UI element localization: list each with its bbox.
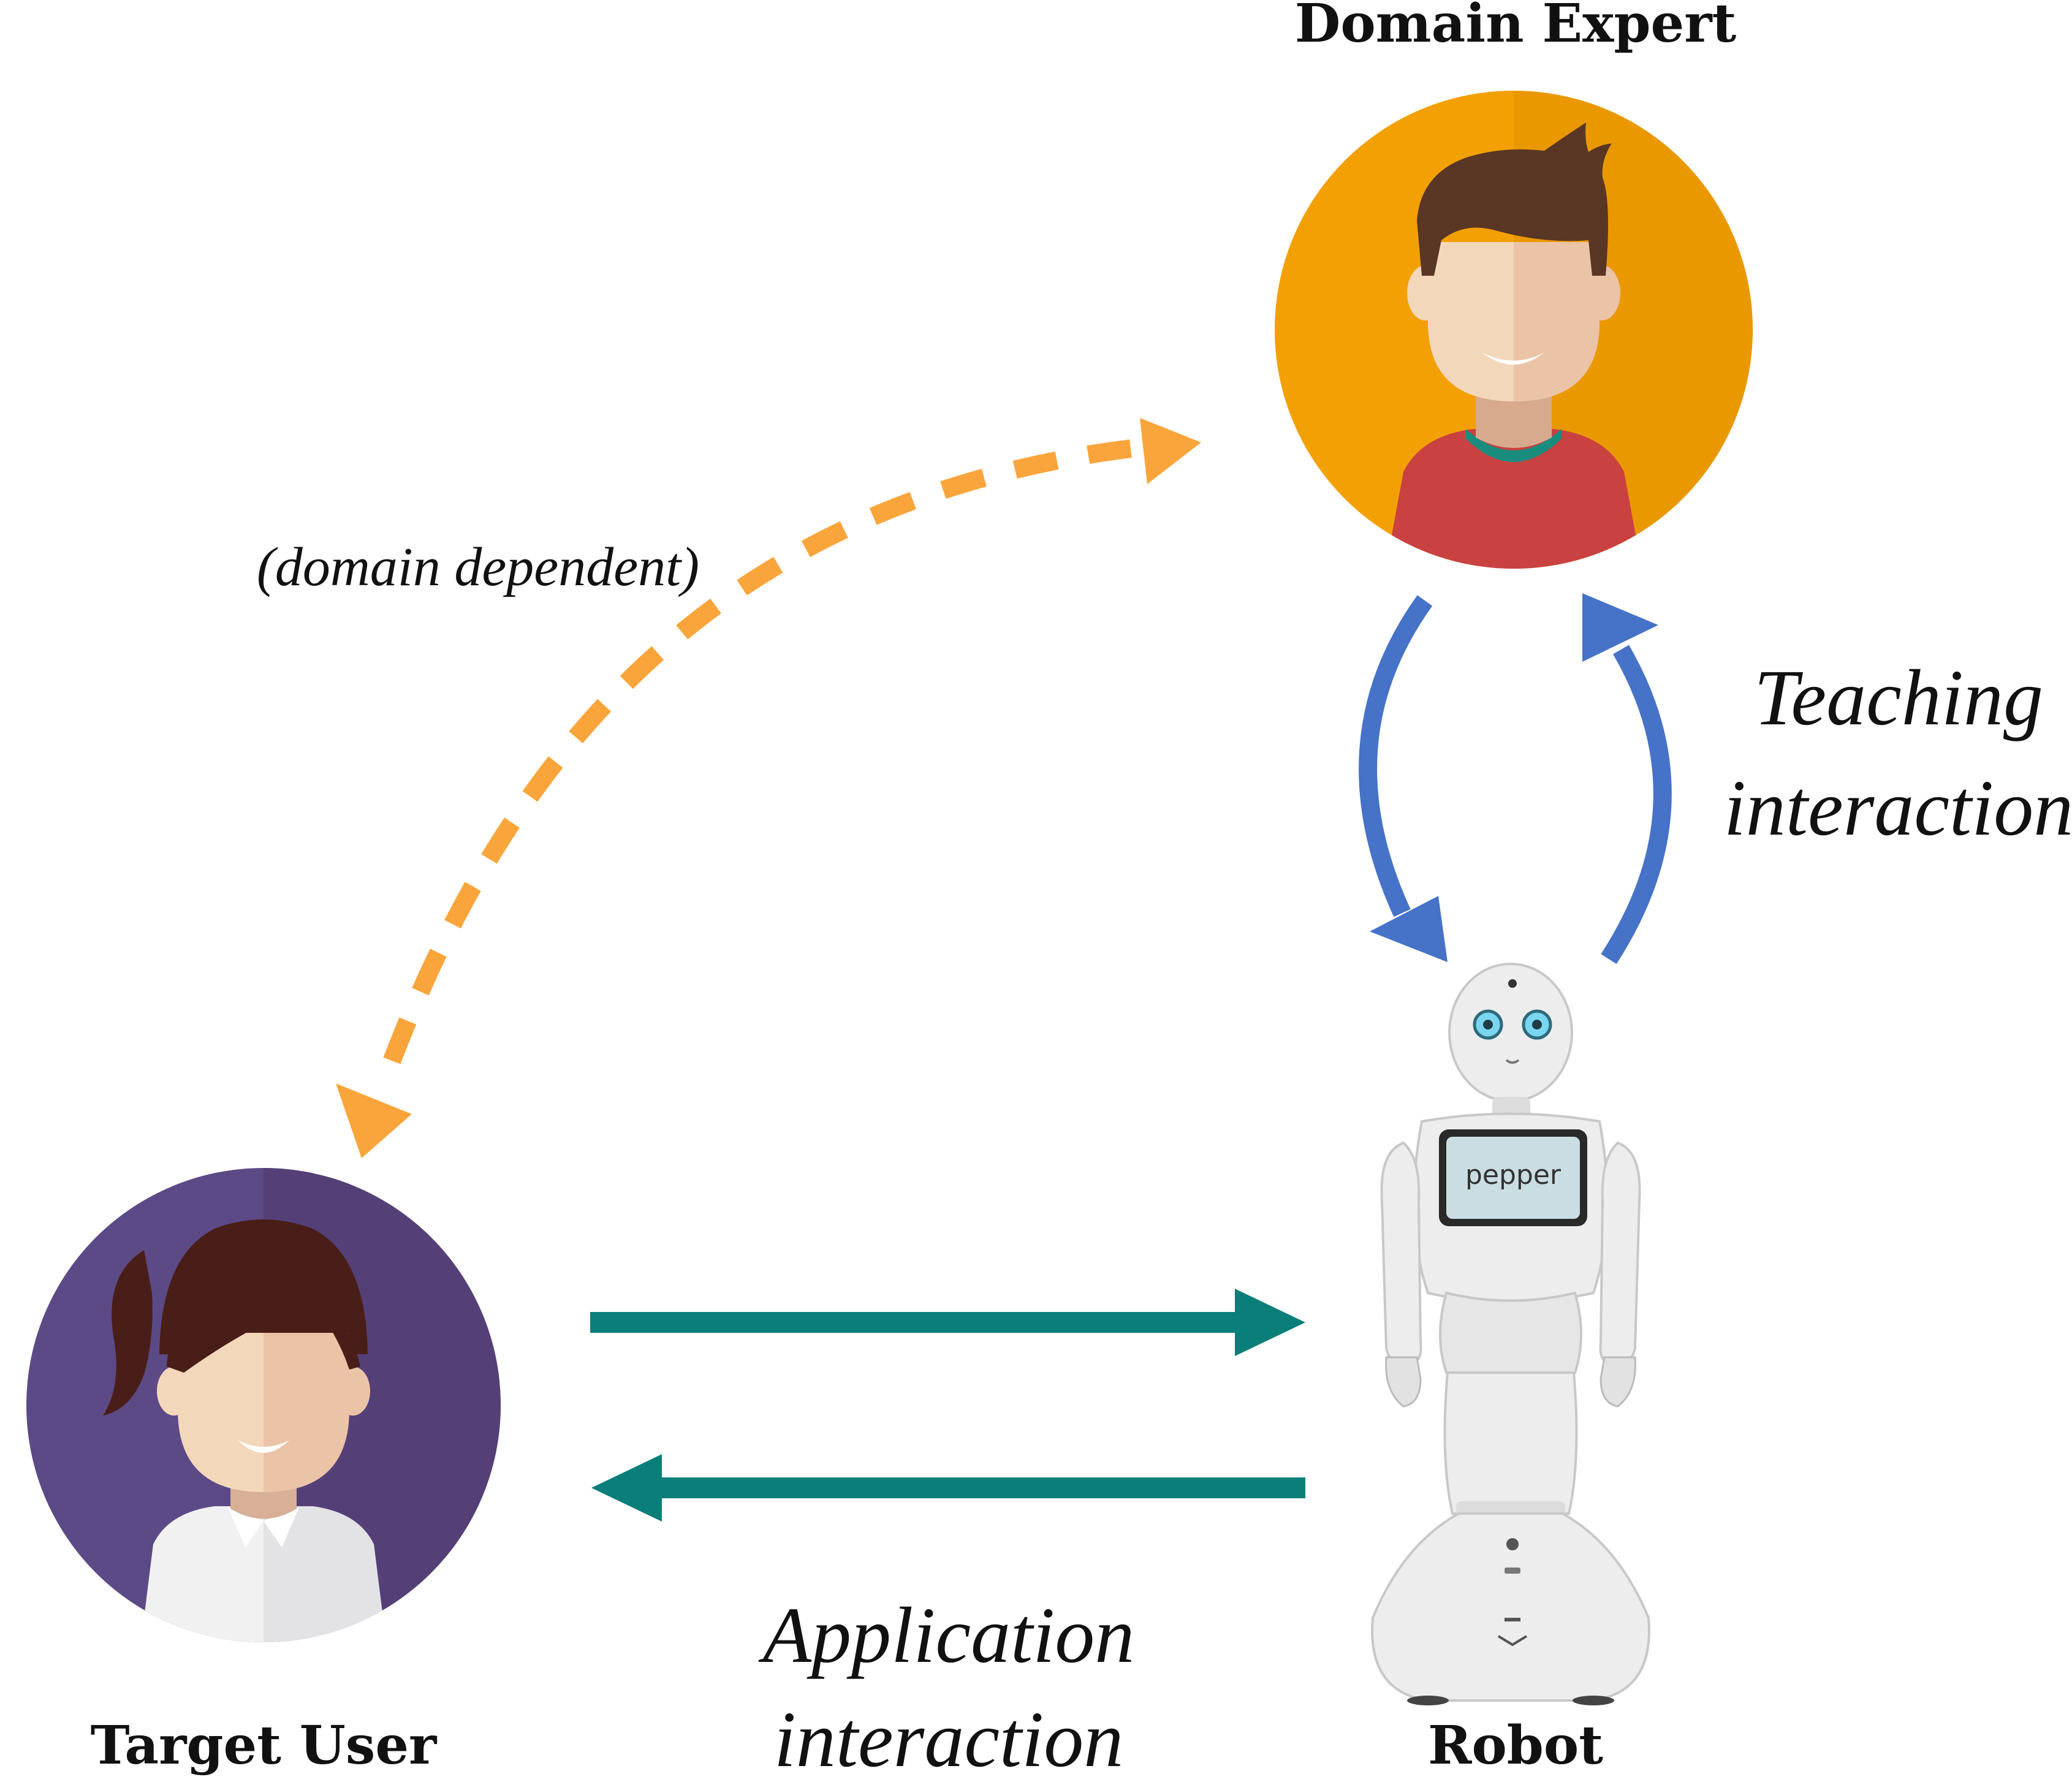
teaching-arrows bbox=[1359, 593, 1672, 965]
domain-dependent-arrow bbox=[336, 418, 1201, 1158]
domain-expert-avatar bbox=[1275, 91, 1753, 569]
robot-screen-text: pepper bbox=[1465, 1159, 1562, 1191]
application-arrows bbox=[590, 1289, 1305, 1522]
dashed-arrowhead-to-expert bbox=[1140, 418, 1201, 484]
teaching-label-line1: Teaching bbox=[1754, 654, 2043, 742]
teaching-label-line2: interaction bbox=[1724, 764, 2072, 852]
dashed-arrowhead-to-user bbox=[336, 1083, 412, 1158]
domain-expert-label: Domain Expert bbox=[1295, 0, 1737, 55]
application-label-line2: interaction bbox=[774, 1696, 1123, 1782]
domain-dependent-label: (domain dependent) bbox=[257, 537, 699, 597]
robot-label: Robot bbox=[1428, 1715, 1603, 1776]
pepper-robot-icon: pepper bbox=[1371, 963, 1650, 1705]
target-user-label: Target User bbox=[91, 1715, 438, 1776]
application-label-line1: Application bbox=[758, 1591, 1135, 1680]
teaching-arrow-up bbox=[1601, 645, 1672, 965]
teaching-arrow-down bbox=[1359, 595, 1433, 917]
target-user-avatar bbox=[26, 1168, 501, 1642]
